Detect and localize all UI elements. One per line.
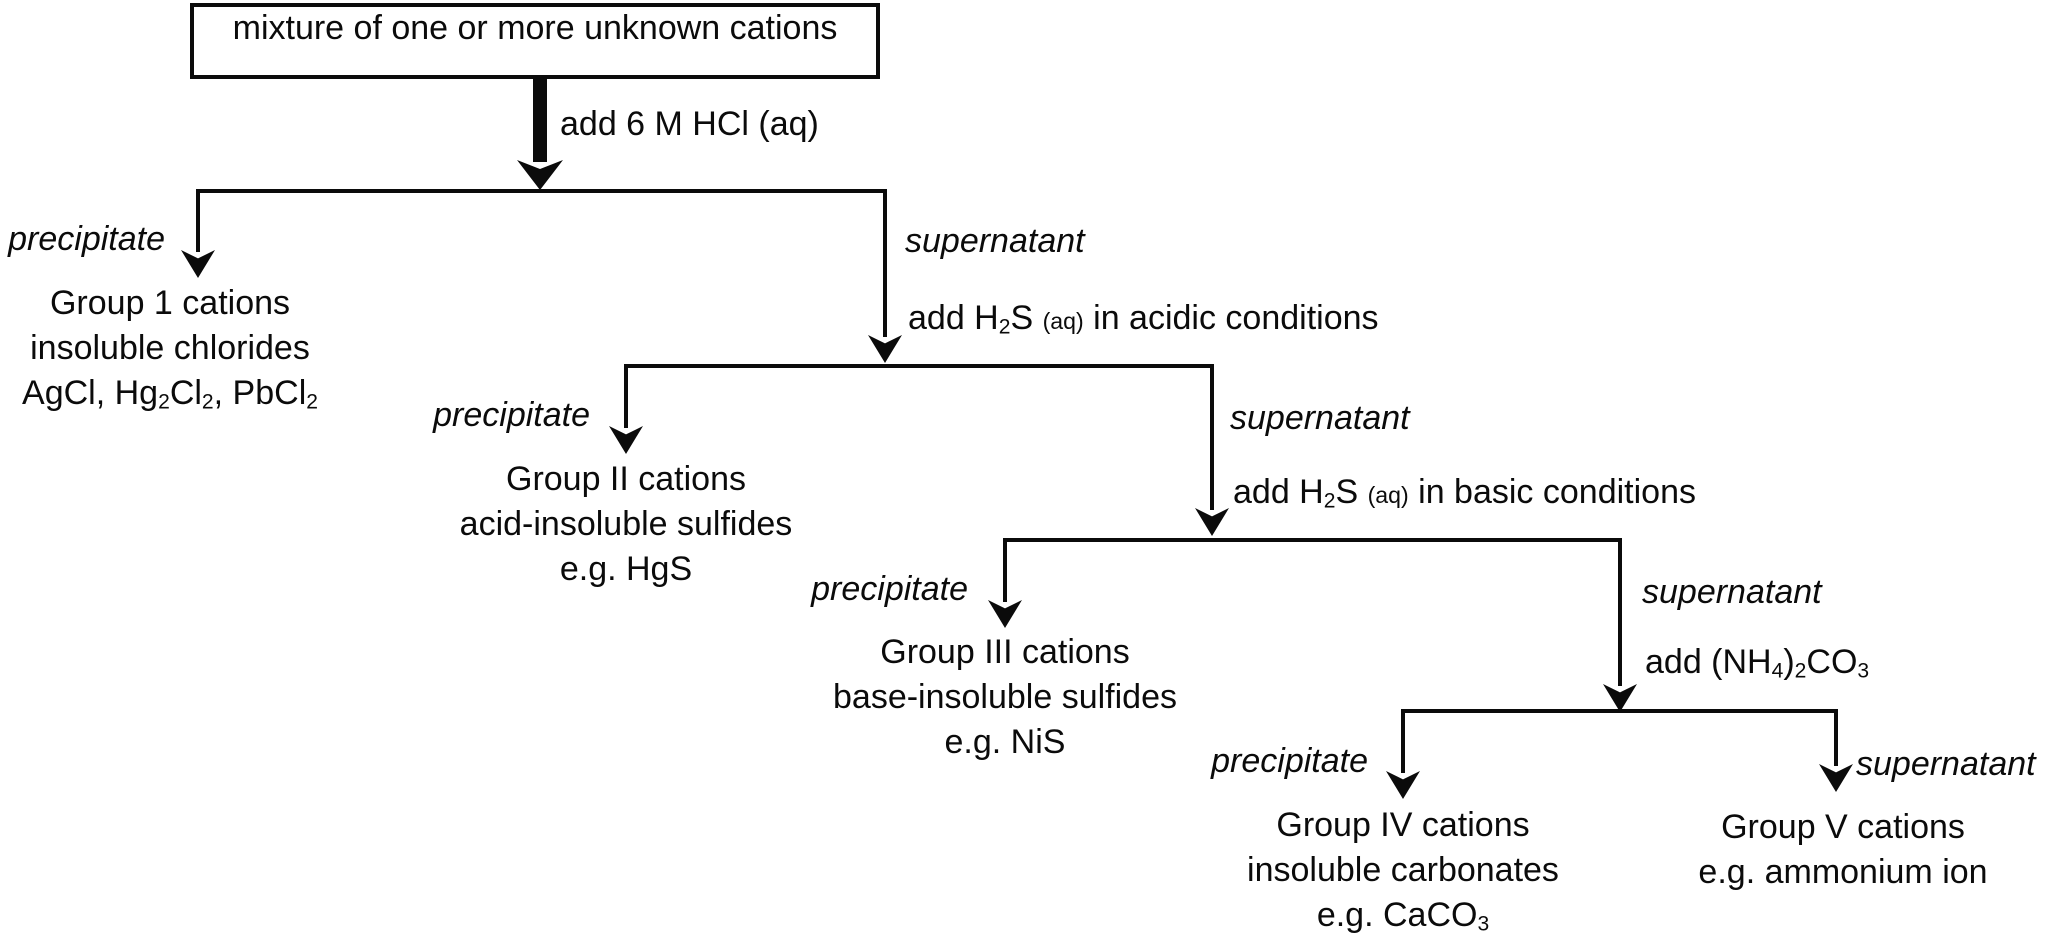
arrow-down-icon xyxy=(609,426,643,454)
outcome-line: e.g. NiS xyxy=(944,723,1066,761)
outcome-line: AgCl, Hg2Cl2, PbCl2 xyxy=(22,374,318,414)
precipitate-drop-2 xyxy=(624,364,628,428)
precipitate-label-1: precipitate xyxy=(8,220,165,258)
arrow-down-icon xyxy=(868,335,902,363)
branch-rail-3 xyxy=(1003,538,1622,542)
outcome-group-3: Group III cations base-insoluble sulfide… xyxy=(833,630,1177,765)
supernatant-label-1: supernatant xyxy=(905,222,1085,260)
outcome-line: Group III cations xyxy=(880,633,1130,671)
precipitate-label-4: precipitate xyxy=(1211,742,1368,780)
outcome-line: e.g. HgS xyxy=(559,550,693,588)
arrow-down-icon xyxy=(988,600,1022,628)
precipitate-drop-3 xyxy=(1003,538,1007,602)
supernatant-drop-2 xyxy=(1210,364,1214,510)
reagent-label-h2s-basic: add H2S (aq) in basic conditions xyxy=(1233,473,1696,513)
precipitate-label-2: precipitate xyxy=(433,396,590,434)
outcome-group-1: Group 1 cations insoluble chlorides AgCl… xyxy=(22,281,318,425)
outcome-line: acid-insoluble sulfides xyxy=(459,505,793,543)
arrow-down-icon xyxy=(181,250,215,278)
precipitate-drop-4 xyxy=(1401,709,1405,773)
supernatant-label-2: supernatant xyxy=(1230,399,1410,437)
supernatant-label-4: supernatant xyxy=(1856,745,2036,783)
arrow-down-icon xyxy=(1819,764,1853,792)
precipitate-drop-1 xyxy=(196,189,200,252)
arrow-down-icon xyxy=(1195,508,1229,536)
outcome-line: Group II cations xyxy=(505,460,747,498)
outcome-line: base-insoluble sulfides xyxy=(833,678,1177,716)
outcome-group-5: Group V cations e.g. ammonium ion xyxy=(1698,805,1987,895)
branch-rail-1 xyxy=(196,189,887,193)
outcome-line: insoluble carbonates xyxy=(1247,851,1559,889)
outcome-line: e.g. CaCO3 xyxy=(1316,896,1490,934)
reagent-label-ammonium-carbonate: add (NH4)2CO3 xyxy=(1645,643,1870,683)
outcome-group-2: Group II cations acid-insoluble sulfides… xyxy=(460,457,793,592)
branch-rail-4 xyxy=(1401,709,1838,713)
supernatant-label-3: supernatant xyxy=(1642,573,1822,611)
outcome-line: Group V cations xyxy=(1721,808,1965,846)
outcome-line: e.g. ammonium ion xyxy=(1698,853,1988,891)
supernatant-drop-4 xyxy=(1834,709,1838,766)
outcome-line: Group IV cations xyxy=(1276,806,1530,844)
source-box: mixture of one or more unknown cations xyxy=(190,3,880,79)
branch-rail-2 xyxy=(624,364,1214,368)
outcome-line: Group 1 cations xyxy=(49,284,291,322)
feed-arrow-down-icon xyxy=(517,160,563,190)
supernatant-drop-1 xyxy=(883,189,887,337)
arrow-down-icon xyxy=(1603,684,1637,712)
source-box-label: mixture of one or more unknown cations xyxy=(232,9,838,47)
outcome-group-4: Group IV cations insoluble carbonates e.… xyxy=(1247,803,1559,934)
precipitate-label-3: precipitate xyxy=(811,570,968,608)
arrow-down-icon xyxy=(1386,771,1420,799)
reagent-label-hcl: add 6 M HCl (aq) xyxy=(560,105,819,143)
supernatant-drop-3 xyxy=(1618,538,1622,686)
reagent-label-h2s-acidic: add H2S (aq) in acidic conditions xyxy=(908,299,1379,339)
feed-arrow-shaft xyxy=(533,79,547,162)
outcome-line: insoluble chlorides xyxy=(30,329,310,367)
